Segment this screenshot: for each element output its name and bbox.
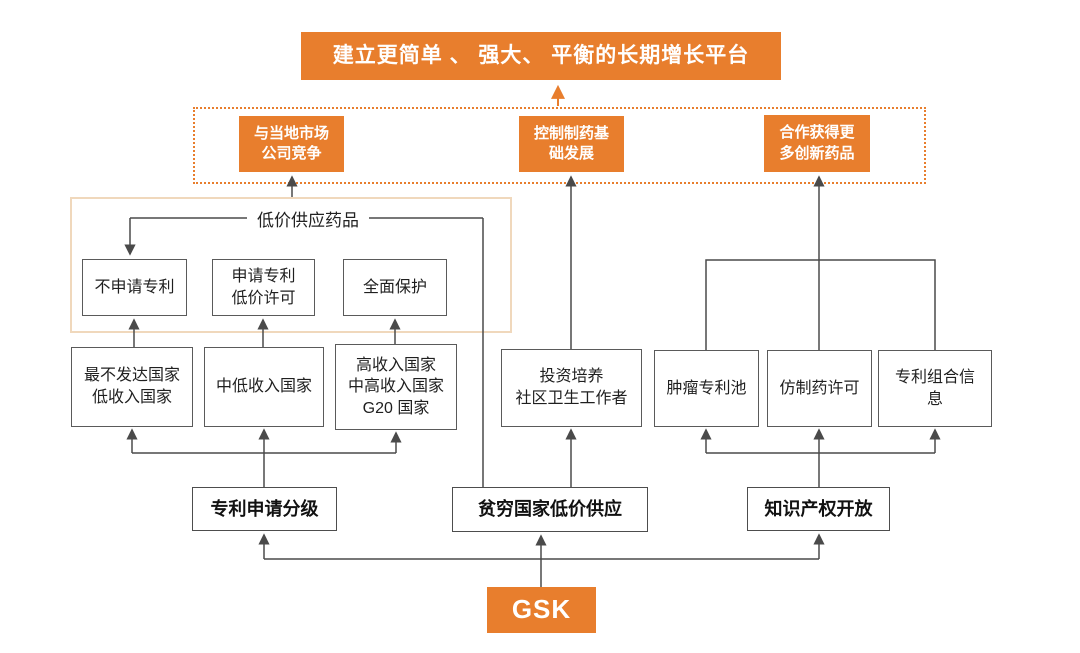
option-full-protection: 全面保护 bbox=[343, 259, 447, 316]
strategy-low-price-poor-countries: 贫穷国家低价供应 bbox=[452, 487, 648, 532]
goal-compete-local-market: 与当地市场 公司竞争 bbox=[239, 116, 344, 172]
segment-least-developed-low-income: 最不发达国家 低收入国家 bbox=[71, 347, 193, 427]
low-price-supply-label: 低价供应药品 bbox=[257, 210, 359, 230]
gsk-root: GSK bbox=[487, 587, 596, 633]
program-generic-drug-license: 仿制药许可 bbox=[767, 350, 872, 427]
option-patent-low-price-license: 申请专利 低价许可 bbox=[212, 259, 315, 316]
goals-dashed-frame bbox=[193, 107, 926, 184]
title-banner: 建立更简单 、 强大、 平衡的长期增长平台 bbox=[301, 32, 781, 80]
strategy-patent-filing-tiering: 专利申请分级 bbox=[192, 487, 337, 531]
program-patent-portfolio-info: 专利组合信 息 bbox=[878, 350, 992, 427]
goal-control-pharma-base: 控制制药基 础发展 bbox=[519, 116, 624, 172]
program-community-health-workers: 投资培养 社区卫生工作者 bbox=[501, 349, 642, 427]
segment-lower-middle-income: 中低收入国家 bbox=[204, 347, 324, 427]
option-no-patent: 不申请专利 bbox=[82, 259, 187, 316]
goal-partner-innovative-drugs: 合作获得更 多创新药品 bbox=[764, 115, 870, 172]
low-price-supply-group-frame bbox=[70, 197, 512, 333]
program-oncology-patent-pool: 肿瘤专利池 bbox=[654, 350, 759, 427]
segment-high-income-g20: 高收入国家 中高收入国家 G20 国家 bbox=[335, 344, 457, 430]
strategy-open-intellectual-property: 知识产权开放 bbox=[747, 487, 890, 531]
